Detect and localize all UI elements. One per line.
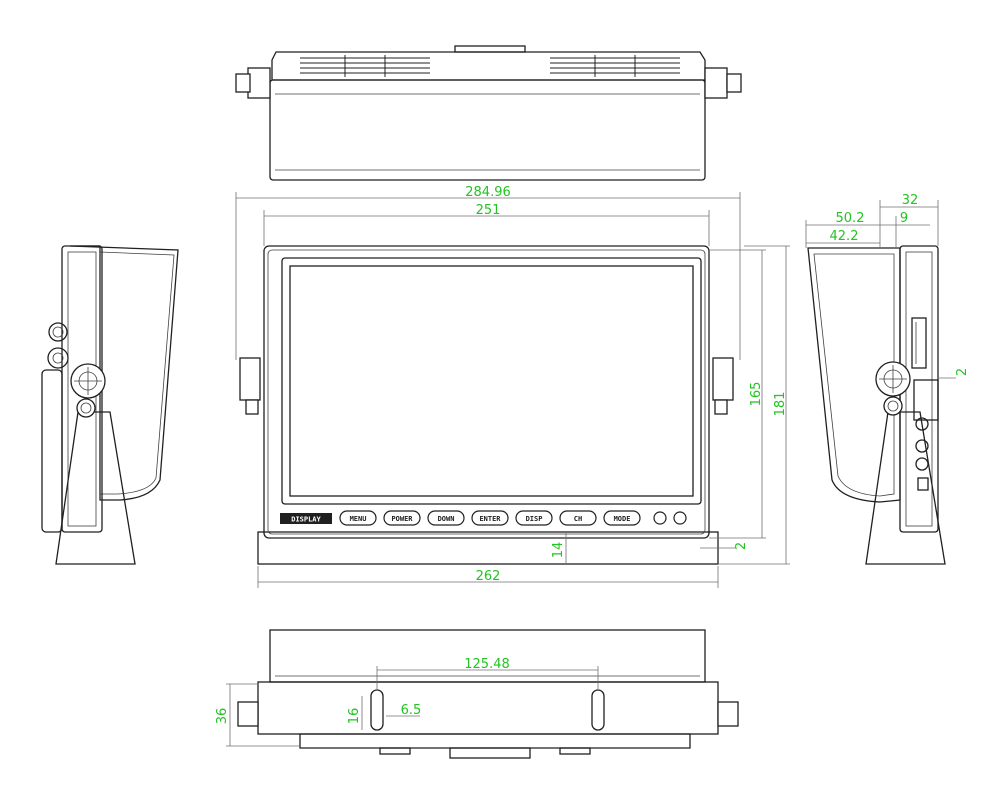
dim-bottom-bezel: 14 bbox=[551, 532, 567, 564]
down-button bbox=[427, 510, 465, 526]
ch-button-label: CH bbox=[574, 515, 582, 523]
bottom-center-tab bbox=[449, 747, 531, 759]
bottom-knob-right bbox=[717, 701, 739, 727]
dim-panel-height: 165 bbox=[709, 249, 766, 539]
front-view: DISPLAY MENU POWER DOWN ENTER DISP CH MO… bbox=[235, 185, 790, 588]
front-view-buttons: MENU POWER DOWN ENTER DISP CH MODE bbox=[339, 510, 687, 526]
down-button-label: DOWN bbox=[438, 515, 455, 523]
front-view-knob-right bbox=[712, 357, 734, 401]
right-port-4 bbox=[917, 477, 929, 491]
front-view-bezel bbox=[263, 245, 710, 539]
front-view-brand-logo bbox=[280, 513, 332, 524]
dim-panel-width-label: 251 bbox=[476, 203, 501, 218]
bottom-slot-right bbox=[591, 689, 605, 731]
right-port-2 bbox=[915, 439, 929, 453]
dim-hole-spacing-label: 125.48 bbox=[464, 657, 510, 672]
mode-button-label: MODE bbox=[614, 515, 631, 523]
top-view-vents-right bbox=[550, 55, 680, 77]
dim-small-offset-label: 2 bbox=[734, 542, 749, 550]
dim-base-depth: 36 bbox=[215, 683, 300, 747]
enter-button bbox=[471, 510, 509, 526]
bottom-slot-left bbox=[370, 689, 384, 731]
top-view-knob-left-cap bbox=[235, 73, 251, 93]
dim-base-depth-label: 36 bbox=[215, 708, 230, 725]
left-stand-leg bbox=[55, 411, 136, 565]
dim-base-width-label: 262 bbox=[476, 569, 501, 584]
dim-hole-spacing: 125.48 bbox=[376, 657, 599, 690]
dim-slot-height: 16 bbox=[347, 696, 363, 730]
dim-depth-32-label: 32 bbox=[902, 193, 919, 208]
dim-panel-height-label: 165 bbox=[749, 382, 764, 407]
left-mount-bolt bbox=[76, 398, 96, 418]
top-view-vent-panel bbox=[271, 51, 706, 81]
dim-overall-width-label: 284.96 bbox=[465, 185, 511, 200]
menu-button-label: MENU bbox=[350, 515, 367, 523]
dim-depth-9-label: 9 bbox=[900, 211, 908, 226]
ch-button bbox=[559, 510, 597, 526]
dim-depth-42-label: 42.2 bbox=[830, 229, 859, 244]
right-mount-bolt bbox=[883, 396, 903, 416]
dim-small-offset: 2 bbox=[700, 542, 749, 550]
top-view-vents-left bbox=[300, 55, 430, 77]
dim-depth-50-label: 50.2 bbox=[836, 211, 865, 226]
dim-overall-height-label: 181 bbox=[773, 392, 788, 417]
dim-base-width: 262 bbox=[257, 566, 719, 588]
bottom-base-lip bbox=[299, 733, 691, 749]
front-view-screen bbox=[289, 265, 694, 497]
top-view-knob-right bbox=[704, 67, 728, 99]
front-view-knob-right-bolt bbox=[714, 399, 728, 415]
right-housing bbox=[807, 247, 901, 503]
enter-button-label: ENTER bbox=[479, 515, 501, 523]
dim-overall-width: 284.96 bbox=[235, 185, 741, 360]
left-port-2 bbox=[47, 347, 69, 369]
dim-overall-height: 181 bbox=[718, 245, 790, 565]
dim-slot-width: 6.5 bbox=[386, 703, 421, 718]
front-view-knob-left bbox=[239, 357, 261, 401]
dim-bottom-bezel-label: 14 bbox=[551, 542, 566, 559]
top-view bbox=[235, 45, 742, 181]
menu-button bbox=[339, 510, 377, 526]
mode-button bbox=[603, 510, 641, 526]
top-view-knob-right-cap bbox=[726, 73, 742, 93]
bottom-foot-right bbox=[559, 747, 591, 755]
bottom-view: 125.48 6.5 16 36 bbox=[215, 629, 739, 759]
disp-button-label: DISP bbox=[526, 515, 543, 523]
right-card-slot bbox=[911, 317, 927, 369]
dim-panel-width: 251 bbox=[263, 203, 710, 246]
bottom-knob-left bbox=[237, 701, 259, 727]
right-port-3 bbox=[915, 457, 929, 471]
front-view-stand-base bbox=[257, 531, 719, 565]
power-button-label: POWER bbox=[391, 515, 413, 523]
dim-side-2: 2 bbox=[938, 368, 970, 379]
dim-slot-width-label: 6.5 bbox=[401, 703, 422, 718]
power-button bbox=[383, 510, 421, 526]
front-view-knob-left-bolt bbox=[245, 399, 259, 415]
left-back-panel bbox=[41, 369, 63, 533]
top-view-knob-left bbox=[247, 67, 271, 99]
indicator-led-2 bbox=[673, 511, 687, 525]
bottom-housing-rear bbox=[269, 629, 706, 683]
indicator-led-1 bbox=[653, 511, 667, 525]
right-stand-leg bbox=[865, 411, 946, 565]
dim-side-2-label: 2 bbox=[955, 368, 970, 376]
right-connector bbox=[913, 379, 939, 421]
front-view-brand-text: DISPLAY bbox=[291, 516, 321, 524]
dim-depth-32: 32 bbox=[879, 193, 939, 248]
top-view-tab bbox=[454, 45, 526, 53]
dim-depth-42: 42.2 bbox=[806, 229, 880, 244]
bottom-base-plate bbox=[257, 681, 719, 735]
front-view-screen-frame bbox=[281, 257, 702, 505]
top-view-housing bbox=[269, 79, 706, 181]
disp-button bbox=[515, 510, 553, 526]
bottom-foot-left bbox=[379, 747, 411, 755]
left-port-1 bbox=[48, 322, 68, 342]
dim-slot-height-label: 16 bbox=[347, 708, 362, 725]
left-side-view bbox=[41, 245, 179, 565]
right-port-1 bbox=[915, 417, 929, 431]
left-housing bbox=[69, 245, 179, 501]
dim-depth-9: 9 bbox=[895, 211, 930, 248]
right-side-view: 32 50.2 9 42.2 2 bbox=[805, 193, 970, 565]
